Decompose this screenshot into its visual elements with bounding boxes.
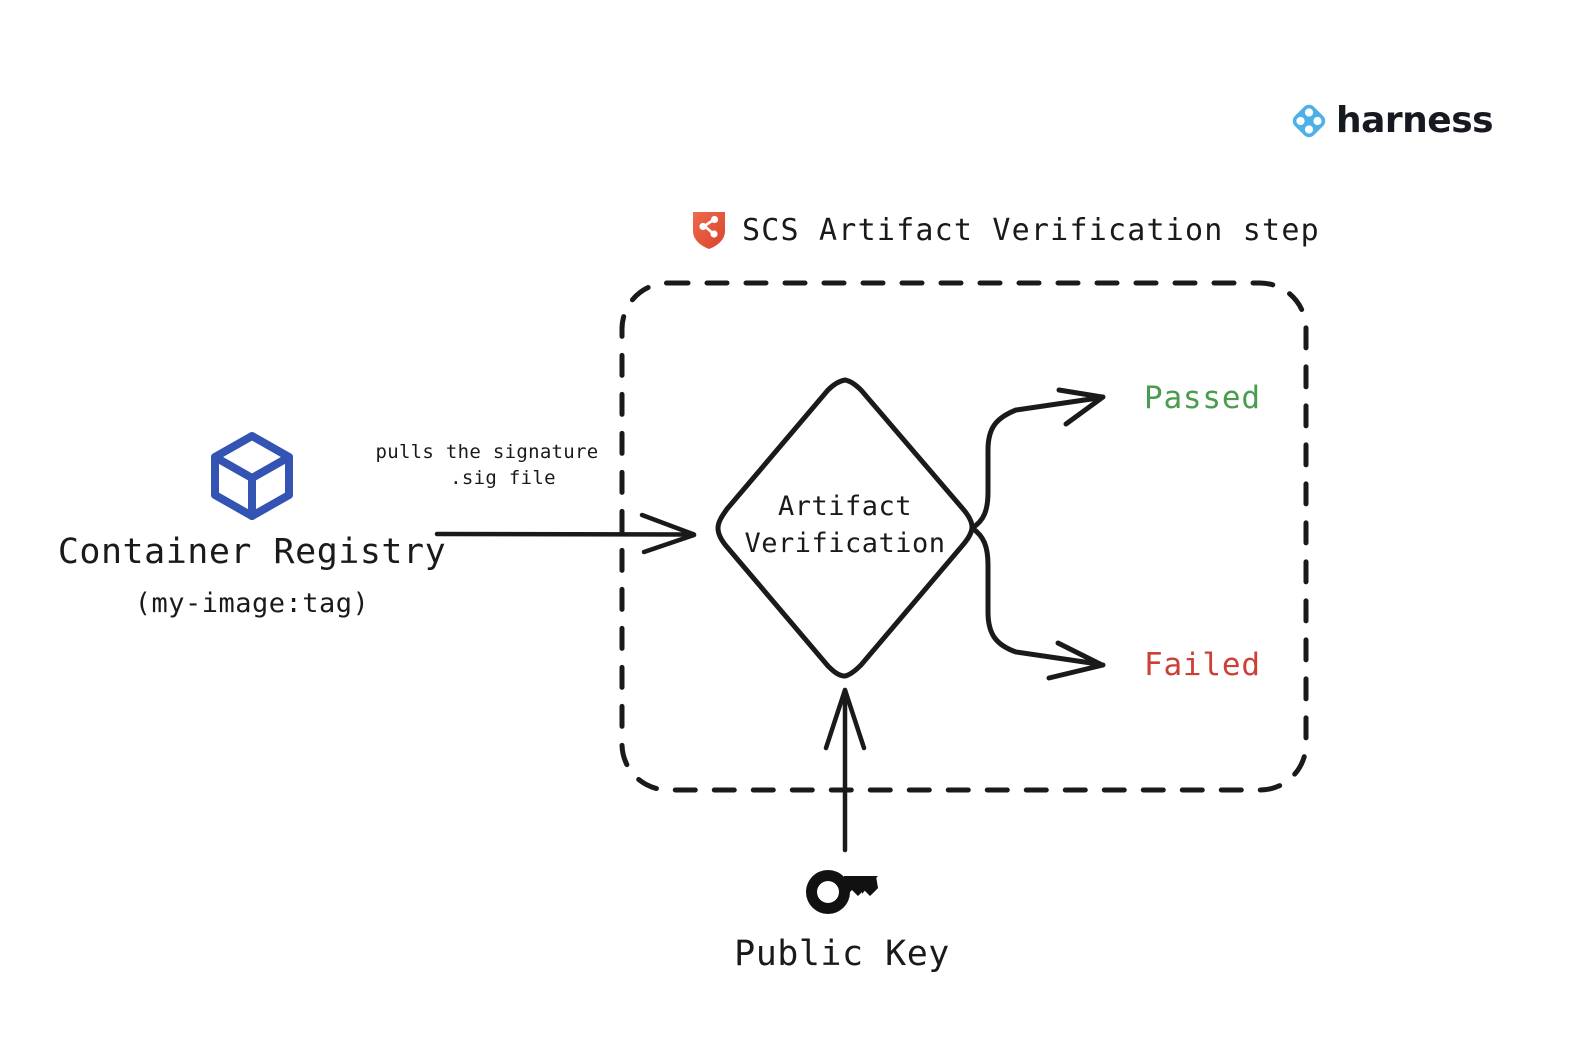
- container-registry-node: Container Registry (my-image:tag): [52, 428, 452, 619]
- artifact-verification-label: Artifact Verification: [700, 488, 990, 563]
- arrow-key-to-verification: [823, 687, 867, 853]
- outcome-passed: Passed: [1144, 380, 1261, 416]
- pulls-signature-edge-label: pulls the signature .sig file: [372, 440, 602, 491]
- artifact-verification-label-line1: Artifact: [777, 491, 913, 522]
- edge-label-line1: pulls the signature: [375, 441, 599, 463]
- scs-step-title: SCS Artifact Verification step: [742, 212, 1320, 248]
- harness-diamond-logo-icon: [1292, 104, 1326, 138]
- key-icon: [806, 870, 878, 914]
- public-key-label: Public Key: [734, 934, 950, 974]
- harness-brand: harness: [1288, 100, 1494, 142]
- container-registry-title: Container Registry: [57, 532, 447, 572]
- scs-step-title-group: SCS Artifact Verification step: [692, 210, 1320, 250]
- arrow-registry-to-verification: [434, 512, 697, 555]
- outcome-failed: Failed: [1144, 647, 1261, 683]
- edge-label-line2: .sig file: [450, 466, 556, 489]
- scs-shield-network-icon: [693, 212, 725, 249]
- container-registry-subtitle: (my-image:tag): [134, 588, 370, 619]
- container-cube-icon: [211, 432, 293, 520]
- arrow-verification-to-failed: [969, 525, 1106, 681]
- harness-wordmark: harness: [1336, 100, 1494, 141]
- arrow-verification-to-passed: [969, 387, 1106, 531]
- public-key-node: Public Key: [642, 866, 1042, 974]
- artifact-verification-label-line2: Verification: [744, 528, 946, 560]
